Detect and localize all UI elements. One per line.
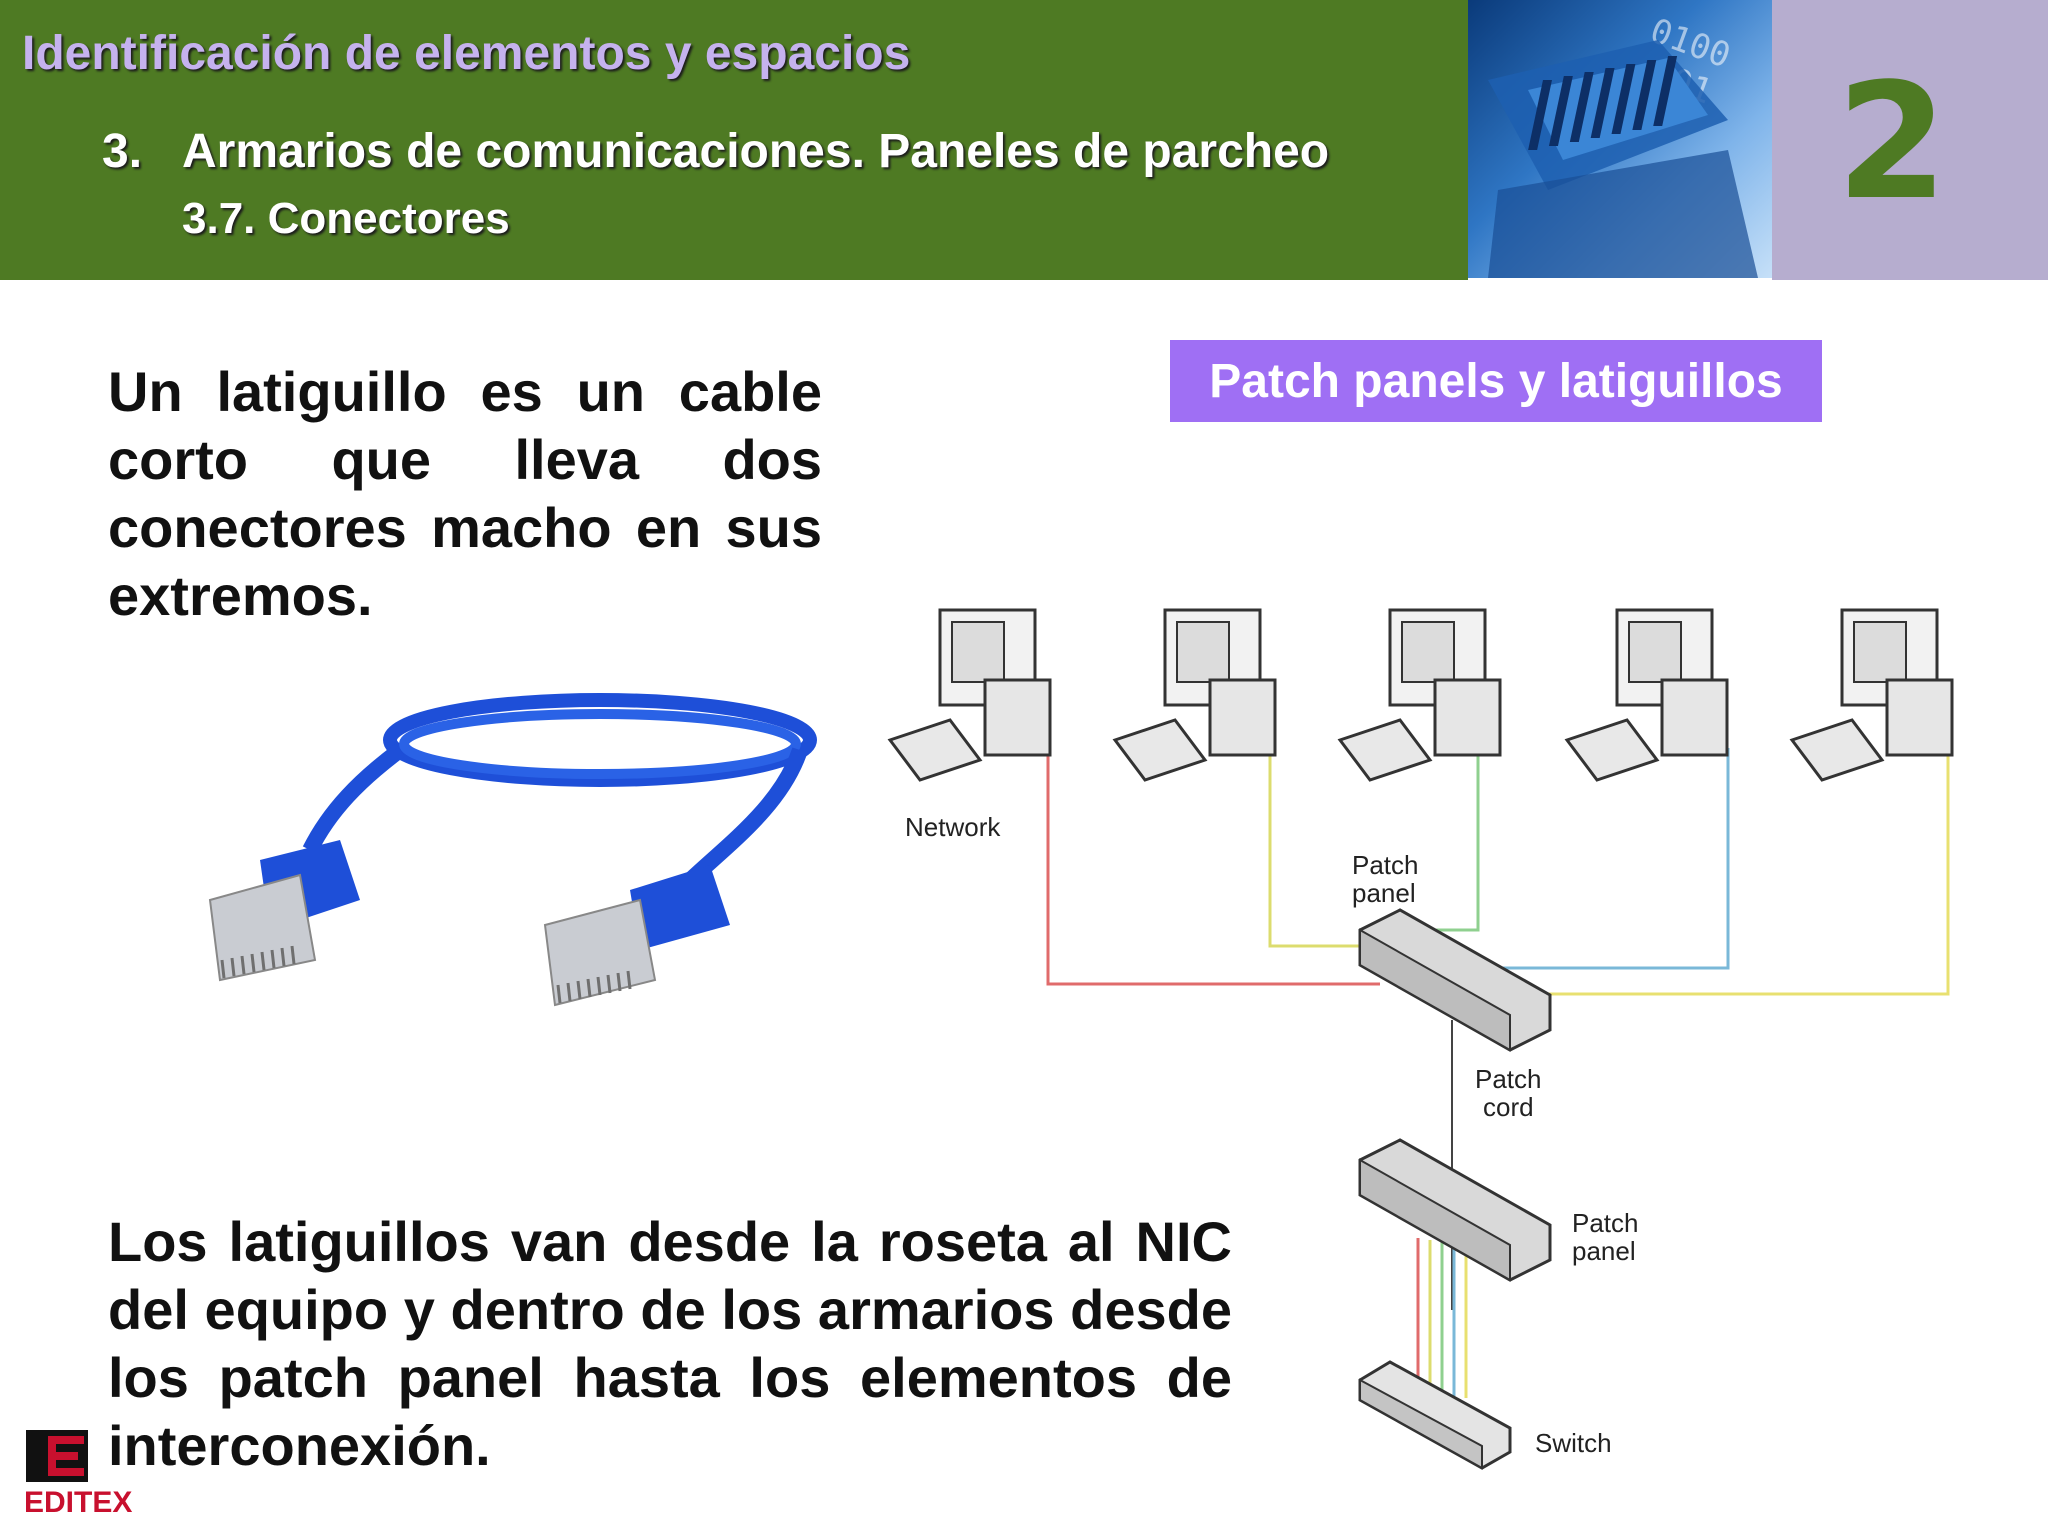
switch-device [1358, 1360, 1512, 1470]
topic-badge: Patch panels y latiguillos [1170, 340, 1822, 422]
header-band: Identificación de elementos y espacios 3… [0, 0, 1468, 280]
label-patch-panel-bottom-2: panel [1572, 1236, 1636, 1266]
label-patch-cord-2: cord [1483, 1092, 1534, 1122]
computer-4 [1564, 608, 1729, 782]
cable-loop-inner [399, 709, 801, 779]
cable-left-lead [302, 743, 405, 854]
patch-panel-bottom [1358, 1138, 1552, 1282]
label-switch: Switch [1535, 1428, 1612, 1458]
label-patch-panel-top-1: Patch [1352, 850, 1419, 880]
patch-cable-image [208, 693, 817, 1007]
section-number: 3. [102, 125, 143, 178]
rj45-plug-right [543, 865, 730, 1007]
rj45-plug-left [208, 840, 360, 982]
editex-logo: EDITEX [24, 1430, 132, 1516]
label-patch-cord-1: Patch [1475, 1064, 1542, 1094]
cable-yellow-1 [1268, 748, 1380, 948]
computer-1 [887, 608, 1052, 782]
computer-5 [1789, 608, 1954, 782]
definition-paragraph: Un latiguillo es un cable corto que llev… [108, 360, 822, 627]
computer-2 [1112, 608, 1277, 782]
header-rj45-image: 0100 01 [1468, 0, 1772, 278]
rj45-closeup-graphic: 0100 01 [1488, 11, 1758, 278]
header-title: Identificación de elementos y espacios [22, 27, 911, 80]
label-patch-panel-bottom-1: Patch [1572, 1208, 1639, 1238]
computer-3 [1337, 608, 1502, 782]
patch-panel-top [1358, 908, 1552, 1052]
label-patch-panel-top-2: panel [1352, 878, 1416, 908]
section-title: Armarios de comunicaciones. Paneles de p… [182, 125, 1330, 178]
cable-yellow-2 [1520, 748, 1950, 996]
subsection-title: 3.7. Conectores [182, 194, 510, 243]
usage-paragraph: Los latiguillos van desde la roseta al N… [108, 1210, 1232, 1477]
chapter-number: 2 [1836, 48, 1948, 235]
label-network: Network [905, 812, 1001, 842]
patch-panel-diagram: Network Patch panel Patch cord Patch pan… [887, 608, 1954, 1470]
editex-logo-text: EDITEX [24, 1486, 132, 1516]
cable-red [1046, 748, 1380, 986]
chapter-box: 2 [1772, 0, 2048, 280]
cable-blue [1470, 748, 1730, 970]
cable-loop-outer [383, 693, 817, 787]
